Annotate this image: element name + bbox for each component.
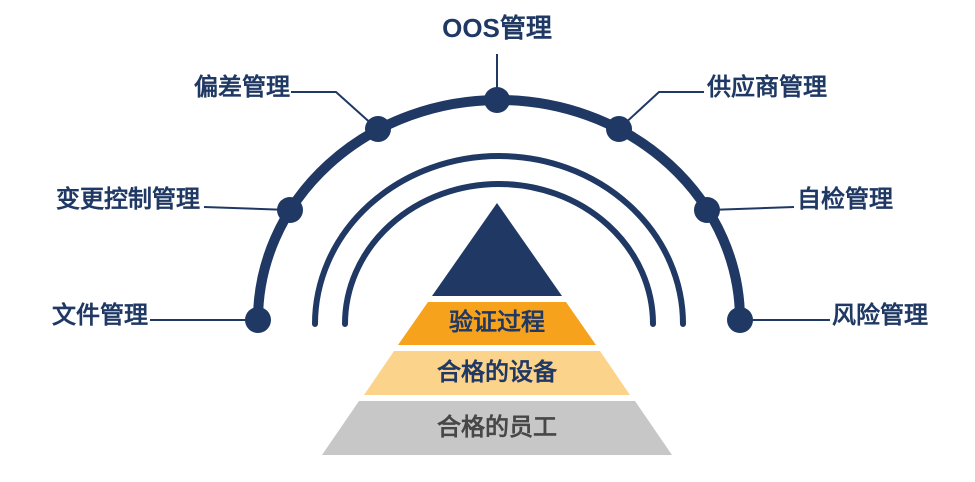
pyramid-label-equipment: 合格的设备	[437, 359, 557, 386]
node-dot-deviation	[365, 116, 391, 142]
inner-arc-2	[342, 181, 656, 327]
inner-arc-1	[312, 153, 686, 327]
label-oos: OOS管理	[442, 13, 552, 43]
connector-change-control	[203, 206, 290, 211]
pyramid-label-staff: 合格的员工	[437, 414, 557, 441]
connector-deviation	[291, 91, 376, 128]
node-dot-oos	[484, 87, 510, 113]
pyramid-level-equipment	[364, 351, 630, 395]
pyramid-level-validation	[398, 302, 596, 345]
pyramid-level-apex	[432, 203, 562, 296]
label-self-inspection: 自检管理	[797, 186, 893, 213]
node-dot-supplier	[606, 116, 632, 142]
connector-supplier	[620, 91, 704, 128]
label-deviation: 偏差管理	[194, 74, 290, 101]
label-supplier: 供应商管理	[707, 74, 827, 101]
node-dot-document	[245, 307, 271, 333]
connector-self-inspection	[708, 206, 795, 211]
node-dot-self-inspection	[694, 197, 720, 223]
label-change-control: 变更控制管理	[56, 186, 200, 213]
node-dot-risk	[727, 307, 753, 333]
node-dot-change-control	[277, 197, 303, 223]
pyramid-label-validation: 验证过程	[449, 309, 545, 336]
pyramid-level-staff	[322, 401, 672, 455]
label-document: 文件管理	[52, 302, 148, 329]
label-risk: 风险管理	[832, 302, 928, 329]
